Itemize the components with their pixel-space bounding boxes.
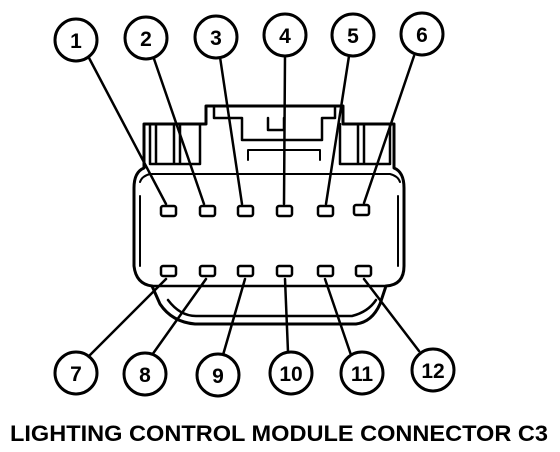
callout-circle-2 xyxy=(123,15,169,61)
callout-2: 2 xyxy=(123,15,169,61)
bottom-skirt xyxy=(150,284,388,318)
callout-6: 6 xyxy=(399,11,445,57)
cavity-7 xyxy=(159,264,178,278)
callout-circle-1 xyxy=(53,17,99,63)
pin-label-8: 8 xyxy=(139,364,151,387)
pin-label-12: 12 xyxy=(421,360,444,383)
callout-4: 4 xyxy=(262,12,308,58)
callout-circle-9 xyxy=(195,352,241,398)
callout-circle-7 xyxy=(53,350,99,396)
leader-6 xyxy=(362,54,416,205)
pin-label-10: 10 xyxy=(279,363,302,386)
leader-10 xyxy=(283,277,290,354)
callout-8: 8 xyxy=(122,351,168,397)
callout-10: 10 xyxy=(268,350,314,396)
pin-label-7: 7 xyxy=(70,363,82,386)
cavity-5 xyxy=(316,204,335,218)
right-lock-tab xyxy=(338,122,392,166)
leader-lines xyxy=(86,54,421,357)
cavity-9 xyxy=(236,264,255,278)
callout-3: 3 xyxy=(193,14,239,60)
cavity-2 xyxy=(198,204,217,218)
leader-4 xyxy=(282,54,287,206)
pin-label-5: 5 xyxy=(347,25,359,48)
callout-1: 1 xyxy=(53,17,99,63)
callout-7: 7 xyxy=(53,350,99,396)
cavity-12 xyxy=(354,264,373,278)
cavity-1 xyxy=(159,204,178,218)
callout-circle-4 xyxy=(262,12,308,58)
cavity-11 xyxy=(316,264,335,278)
cavity-4 xyxy=(275,204,294,218)
leader-5 xyxy=(324,54,351,206)
connector-body xyxy=(132,104,406,326)
leader-9 xyxy=(221,277,247,357)
callout-11: 11 xyxy=(339,350,385,396)
pin-label-4: 4 xyxy=(279,25,291,48)
pin-label-1: 1 xyxy=(70,30,82,53)
leader-12 xyxy=(362,277,421,353)
cavity-10 xyxy=(275,264,294,278)
leader-2 xyxy=(151,54,206,206)
pin-cavities-top xyxy=(159,203,371,218)
pin-label-3: 3 xyxy=(210,27,222,50)
leader-11 xyxy=(323,277,353,357)
callout-circle-12 xyxy=(410,347,456,393)
diagram-caption: LIGHTING CONTROL MODULE CONNECTOR C3 xyxy=(10,421,548,446)
pin-cavities-bottom xyxy=(159,264,373,278)
pin-label-6: 6 xyxy=(416,24,428,47)
pin-callouts: 1 2 3 4 5 6 7 8 xyxy=(53,11,456,398)
latch-top xyxy=(212,104,337,142)
callout-circle-8 xyxy=(122,351,168,397)
leader-3 xyxy=(218,55,244,206)
pin-label-9: 9 xyxy=(212,365,224,388)
cavity-3 xyxy=(236,204,255,218)
pin-label-11: 11 xyxy=(351,363,374,386)
pin-label-2: 2 xyxy=(140,28,152,51)
latch-slot xyxy=(266,116,286,132)
callout-9: 9 xyxy=(195,352,241,398)
callout-12: 12 xyxy=(410,347,456,393)
leader-7 xyxy=(88,277,168,357)
callout-circle-10 xyxy=(268,350,314,396)
callout-circle-6 xyxy=(399,11,445,57)
callout-5: 5 xyxy=(330,12,376,58)
callout-circle-5 xyxy=(330,12,376,58)
callout-circle-3 xyxy=(193,14,239,60)
cavity-8 xyxy=(198,264,217,278)
cavity-6 xyxy=(352,203,371,217)
leader-8 xyxy=(150,277,208,357)
inner-rim-top xyxy=(139,173,401,183)
leader-1 xyxy=(86,54,168,206)
callout-circle-11 xyxy=(339,350,385,396)
left-lock-tab xyxy=(148,122,202,166)
connector-outline xyxy=(132,104,406,326)
